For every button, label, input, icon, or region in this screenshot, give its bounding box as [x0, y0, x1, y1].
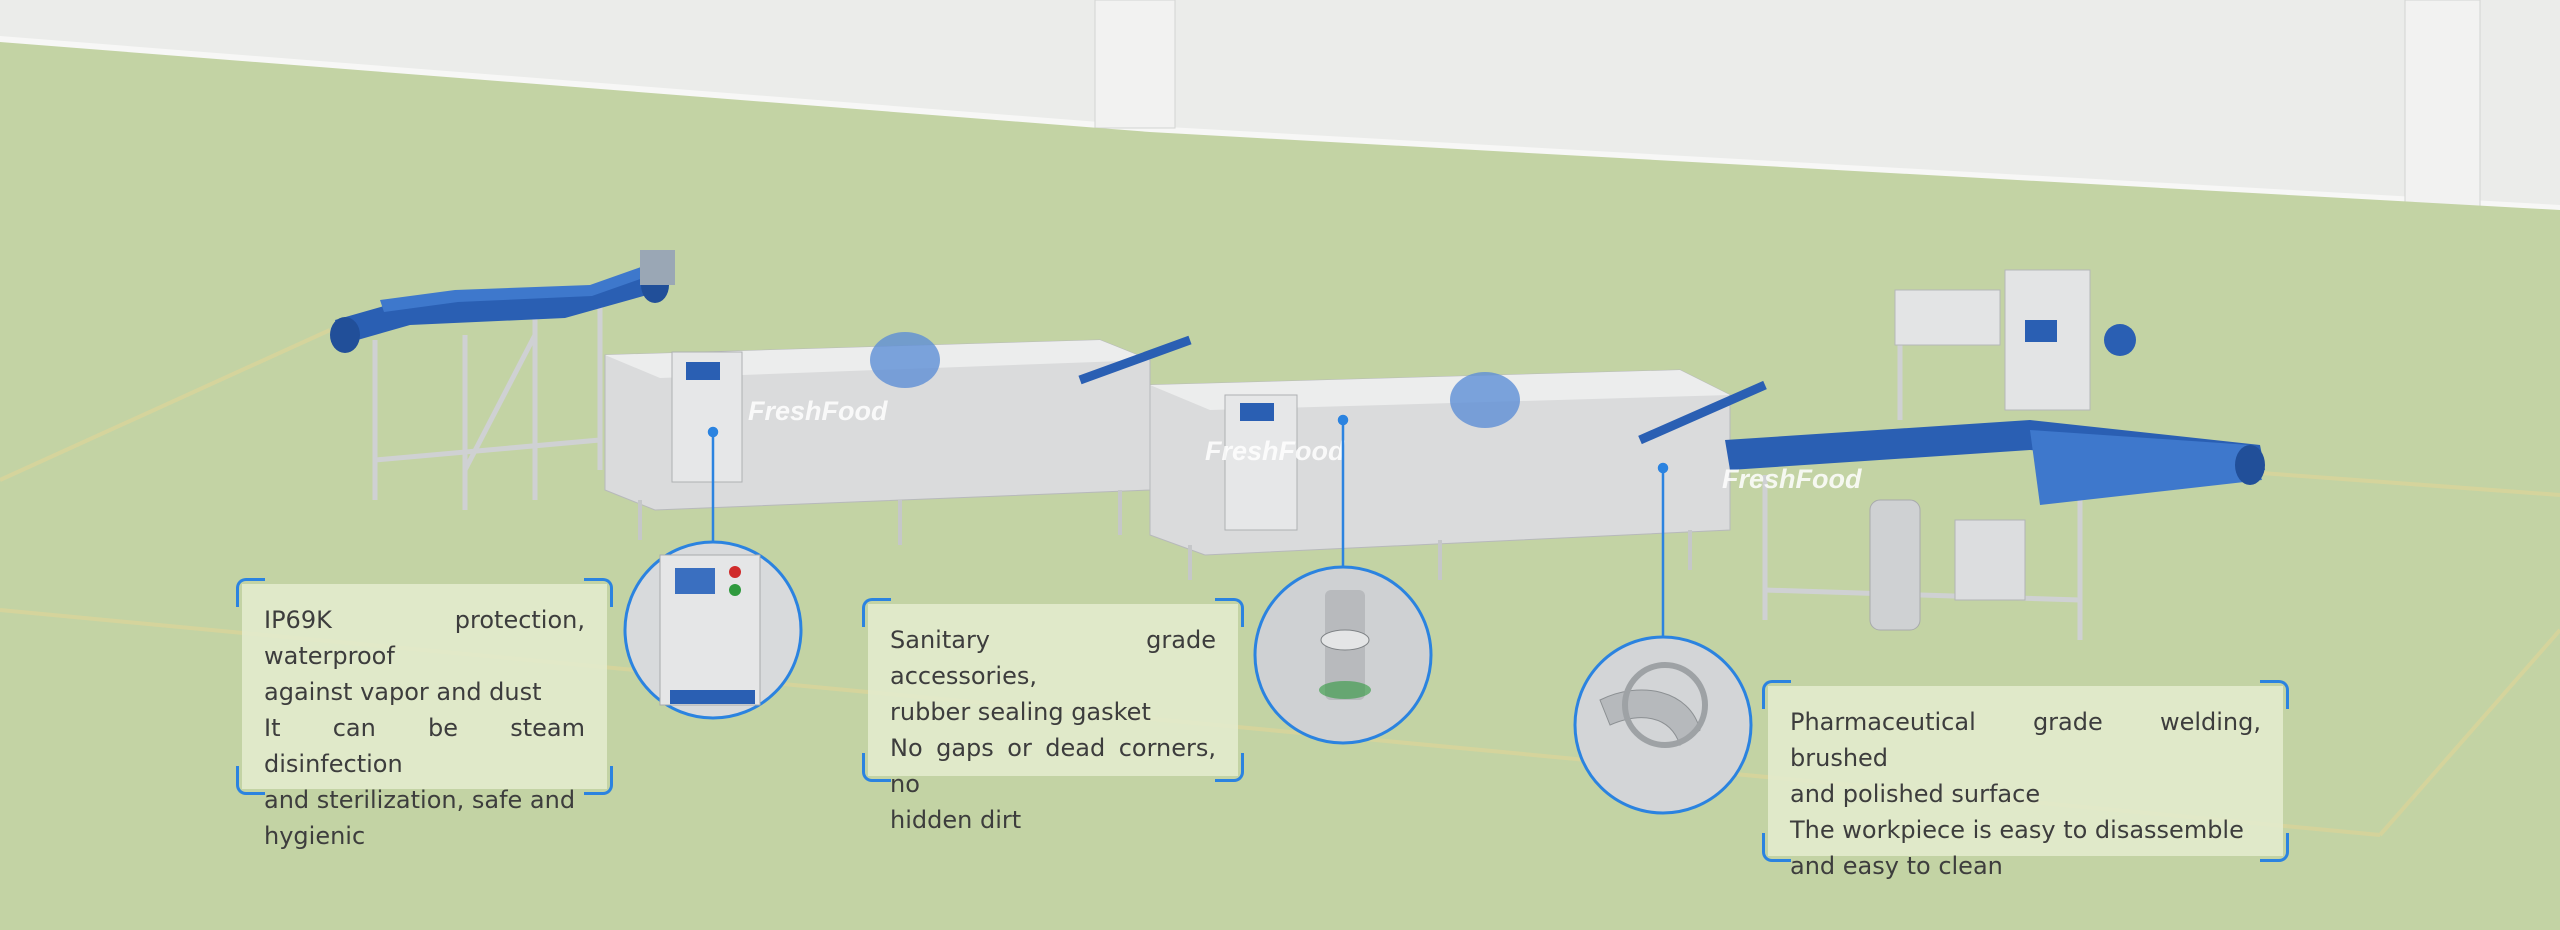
callout-text-line: Pharmaceutical grade welding, brushed: [1790, 708, 2261, 772]
callout-text-line: against vapor and dust: [264, 678, 542, 706]
callout-pharmaceutical-welding: Pharmaceutical grade welding, brushed an…: [1762, 680, 2289, 880]
sealing-gasket-detail-icon: [1253, 565, 1433, 745]
incline-conveyor: [330, 250, 675, 510]
sorting-conveyor: FreshFood: [1722, 269, 2265, 640]
callout-text-line: The workpiece is easy to disassemble: [1790, 816, 2244, 844]
callout-text-line: hidden dirt: [890, 806, 1022, 834]
callout-text-line: IP69K protection, waterproof: [264, 606, 585, 670]
leader-lines: [707, 414, 1669, 640]
washing-machine-2: FreshFood: [1149, 369, 1767, 580]
callout-text-line: and easy to clean: [1790, 852, 2003, 880]
watermark-3: FreshFood: [1722, 464, 1862, 494]
callout-text-line: and sterilization, safe and: [264, 786, 576, 814]
callout-ip69k-protection: IP69K protection, waterproof against vap…: [236, 578, 613, 850]
callout-text-line: rubber sealing gasket: [890, 698, 1151, 726]
wall-base-strip: [0, 36, 2560, 214]
back-wall: [0, 0, 2560, 210]
washing-machine-1: FreshFood: [604, 332, 1192, 545]
callout-text-line: hygienic: [264, 822, 366, 850]
watermark-2: FreshFood: [1205, 436, 1345, 466]
watermark-1: FreshFood: [748, 396, 888, 426]
callout-text-line: It can be steam disinfection: [264, 714, 585, 778]
callout-text-line: and polished surface: [1790, 780, 2041, 808]
control-panel-detail-icon: [623, 540, 803, 720]
callout-sanitary-accessories: Sanitary grade accessories, rubber seali…: [862, 598, 1244, 834]
callout-text-line: No gaps or dead corners, no: [890, 734, 1216, 798]
wall-pillar-left: [1094, 0, 1176, 129]
welded-pipe-detail-icon: [1573, 635, 1753, 815]
wall-pillar-right: [2404, 0, 2481, 213]
callout-text-line: Sanitary grade accessories,: [890, 626, 1216, 690]
